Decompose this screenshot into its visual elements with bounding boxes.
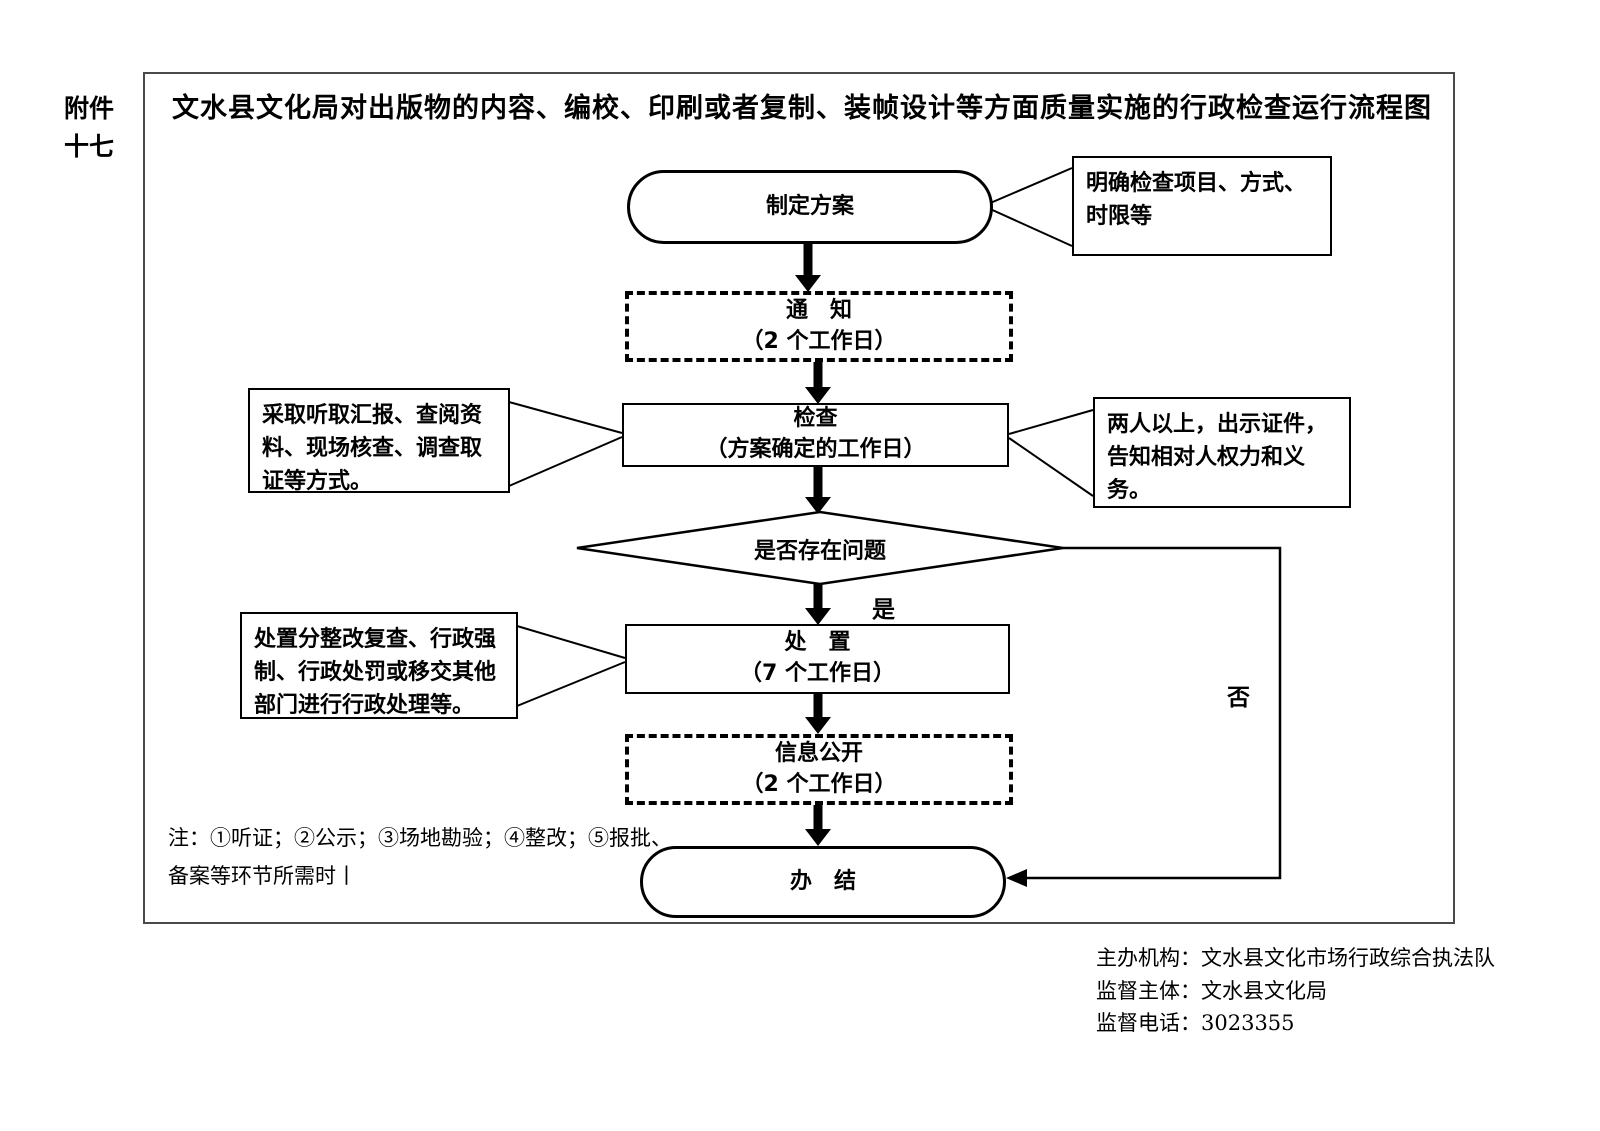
node-notice-line1: 通 知 (785, 297, 852, 323)
attachment-label: 附件 十七 (64, 90, 114, 165)
node-plan-label: 制定方案 (765, 193, 854, 219)
node-inspect-line1: 检查 (793, 406, 838, 432)
node-notice-line2: （2 个工作日） (741, 328, 897, 354)
callout-dispose-note: 处置分整改复查、行政强制、行政处罚或移交其他部门进行行政处理等。 (240, 612, 518, 719)
node-finish-label: 办 结 (789, 868, 856, 894)
callout-plan-note: 明确检查项目、方式、时限等 (1072, 156, 1332, 256)
node-decision-label: 是否存在问题 (753, 539, 886, 564)
node-publicity-line2: （2 个工作日） (741, 771, 897, 797)
node-inspect-line2: （方案确定的工作日） (705, 437, 926, 462)
node-inspect: 检查 （方案确定的工作日） (622, 403, 1009, 467)
footer-supervisor: 监督主体：文水县文化局 (1096, 978, 1327, 1003)
attachment-line1: 附件 (64, 94, 115, 123)
callout-inspect-rule: 两人以上，出示证件，告知相对人权力和义务。 (1093, 397, 1351, 508)
attachment-line2: 十七 (64, 131, 115, 161)
footer-organizer: 主办机构：文水县文化市场行政综合执法队 (1096, 946, 1495, 970)
node-dispose-line2: （7 个工作日） (740, 661, 895, 686)
footnote-line1: 注：①听证；②公示；③场地勘验；④整改；⑤报批、 (168, 826, 672, 850)
node-finish: 办 结 (640, 846, 1006, 918)
diagram-border (143, 72, 1455, 924)
node-publicity-line1: 信息公开 (774, 740, 863, 766)
yes-branch-label: 是 (872, 597, 895, 623)
node-dispose-line1: 处 置 (784, 630, 851, 656)
footer-info: 主办机构：文水县文化市场行政综合执法队 监督主体：文水县文化局 监督电话：302… (1096, 942, 1495, 1040)
callout-inspect-method: 采取听取汇报、查阅资料、现场核查、调查取证等方式。 (248, 388, 510, 494)
footnote-line2: 备案等环节所需时丨 (168, 863, 357, 888)
footer-phone: 监督电话：3023355 (1096, 1011, 1295, 1036)
no-branch-label: 否 (1227, 685, 1250, 711)
node-notice: 通 知 （2 个工作日） (625, 291, 1013, 362)
page-title: 文水县文化局对出版物的内容、编校、印刷或者复制、装帧设计等方面质量实施的行政检查… (172, 93, 1432, 124)
node-dispose: 处 置 （7 个工作日） (625, 624, 1010, 694)
node-publicity: 信息公开 （2 个工作日） (625, 734, 1013, 805)
footnote: 注：①听证；②公示；③场地勘验；④整改；⑤报批、 备案等环节所需时丨 (168, 820, 672, 896)
node-plan: 制定方案 (627, 170, 993, 244)
